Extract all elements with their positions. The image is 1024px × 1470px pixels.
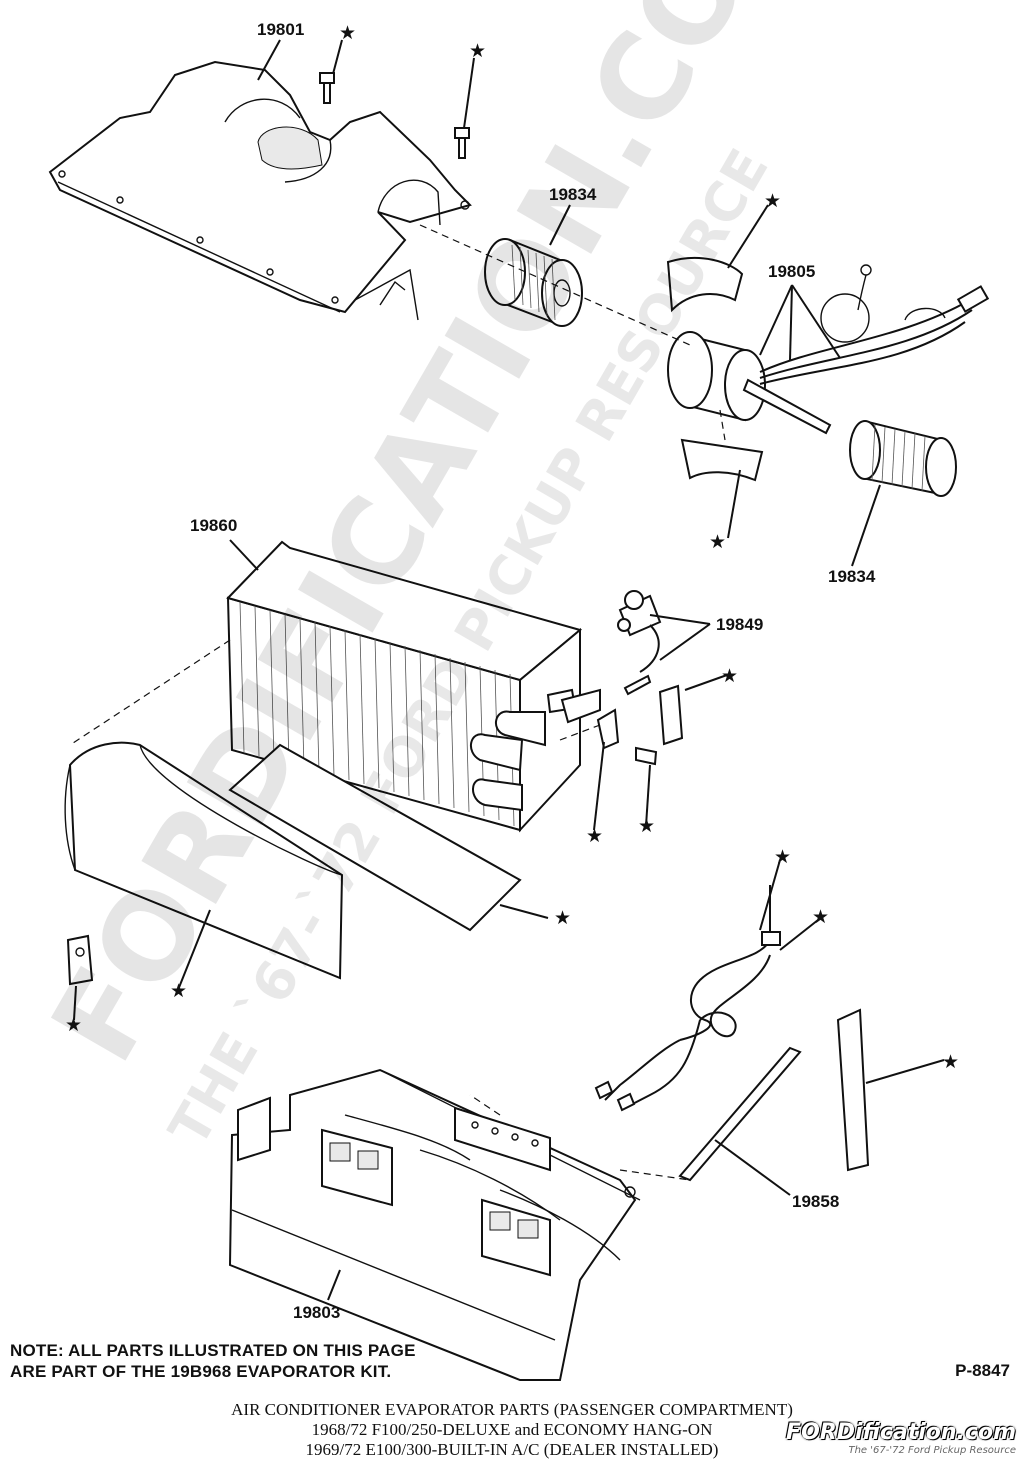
star-marker: ★	[170, 981, 187, 1002]
insulation-strip	[836, 1008, 870, 1172]
insulation-pad-small	[658, 684, 684, 746]
kit-note-line-2: ARE PART OF THE 19B968 EVAPORATOR KIT.	[10, 1362, 392, 1381]
star-marker: ★	[942, 1052, 959, 1073]
star-marker: ★	[586, 826, 603, 847]
panel-clip	[66, 934, 94, 986]
curved-cover-panel	[64, 741, 344, 980]
evaporator-core-19860	[226, 540, 601, 833]
callout-19805: 19805	[768, 262, 815, 281]
kit-note-line-1: NOTE: ALL PARTS ILLUSTRATED ON THIS PAGE	[10, 1341, 416, 1360]
star-markers: ★ ★ ★ ★ ★ ★ ★ ★ ★ ★ ★ ★ ★	[65, 23, 959, 1073]
star-marker: ★	[812, 907, 829, 928]
leader-lines	[73, 39, 945, 1301]
star-marker: ★	[709, 532, 726, 553]
screw-upper-right	[454, 127, 470, 159]
thermostat-wiring	[594, 885, 781, 1112]
caption-line-3: 1969/72 E100/300-BUILT-IN A/C (DEALER IN…	[305, 1440, 719, 1459]
star-marker: ★	[721, 666, 738, 687]
callout-19849: 19849	[716, 615, 763, 634]
callout-19834-upper: 19834	[549, 185, 597, 204]
screw-upper-left	[319, 72, 335, 104]
clamp-screw	[635, 746, 658, 766]
part-callouts: 19801 19834 19805 19834 19860 19849 1985…	[190, 20, 876, 1322]
core-bottom-pad	[228, 743, 522, 932]
callout-19803: 19803	[293, 1303, 340, 1322]
figure-number: P-8847	[955, 1361, 1010, 1380]
blower-motor-19805	[666, 256, 990, 482]
callout-19858: 19858	[792, 1192, 839, 1211]
site-logo: FORDification.com The '67-'72 Ford Picku…	[786, 1420, 1016, 1456]
callout-19834-lower: 19834	[828, 567, 876, 586]
sensing-rod-19858	[678, 1046, 802, 1182]
blower-wheel-19834-lower	[849, 420, 957, 497]
lower-housing-19803	[228, 1068, 641, 1381]
star-marker: ★	[774, 847, 791, 868]
site-logo-name: FORDification.com	[786, 1420, 1016, 1445]
star-marker: ★	[469, 41, 486, 62]
caption-line-1: AIR CONDITIONER EVAPORATOR PARTS (PASSEN…	[231, 1400, 793, 1419]
kit-note: NOTE: ALL PARTS ILLUSTRATED ON THIS PAGE…	[10, 1340, 416, 1382]
blower-wheel-19834-upper	[484, 238, 583, 327]
clamp	[596, 708, 620, 750]
expansion-valve-19849	[617, 590, 662, 696]
star-marker: ★	[554, 908, 571, 929]
star-marker: ★	[638, 816, 655, 837]
callout-19860: 19860	[190, 516, 237, 535]
star-marker: ★	[764, 191, 781, 212]
star-marker: ★	[339, 23, 356, 44]
assembly-lines	[69, 224, 726, 1181]
star-marker: ★	[65, 1015, 82, 1036]
callout-19801: 19801	[257, 20, 304, 39]
site-logo-tagline: The '67-'72 Ford Pickup Resource	[848, 1445, 1016, 1456]
upper-housing-cover-19801	[48, 60, 472, 321]
figure-caption: AIR CONDITIONER EVAPORATOR PARTS (PASSEN…	[0, 1400, 1024, 1460]
caption-line-2: 1968/72 F100/250-DELUXE and ECONOMY HANG…	[311, 1420, 713, 1439]
